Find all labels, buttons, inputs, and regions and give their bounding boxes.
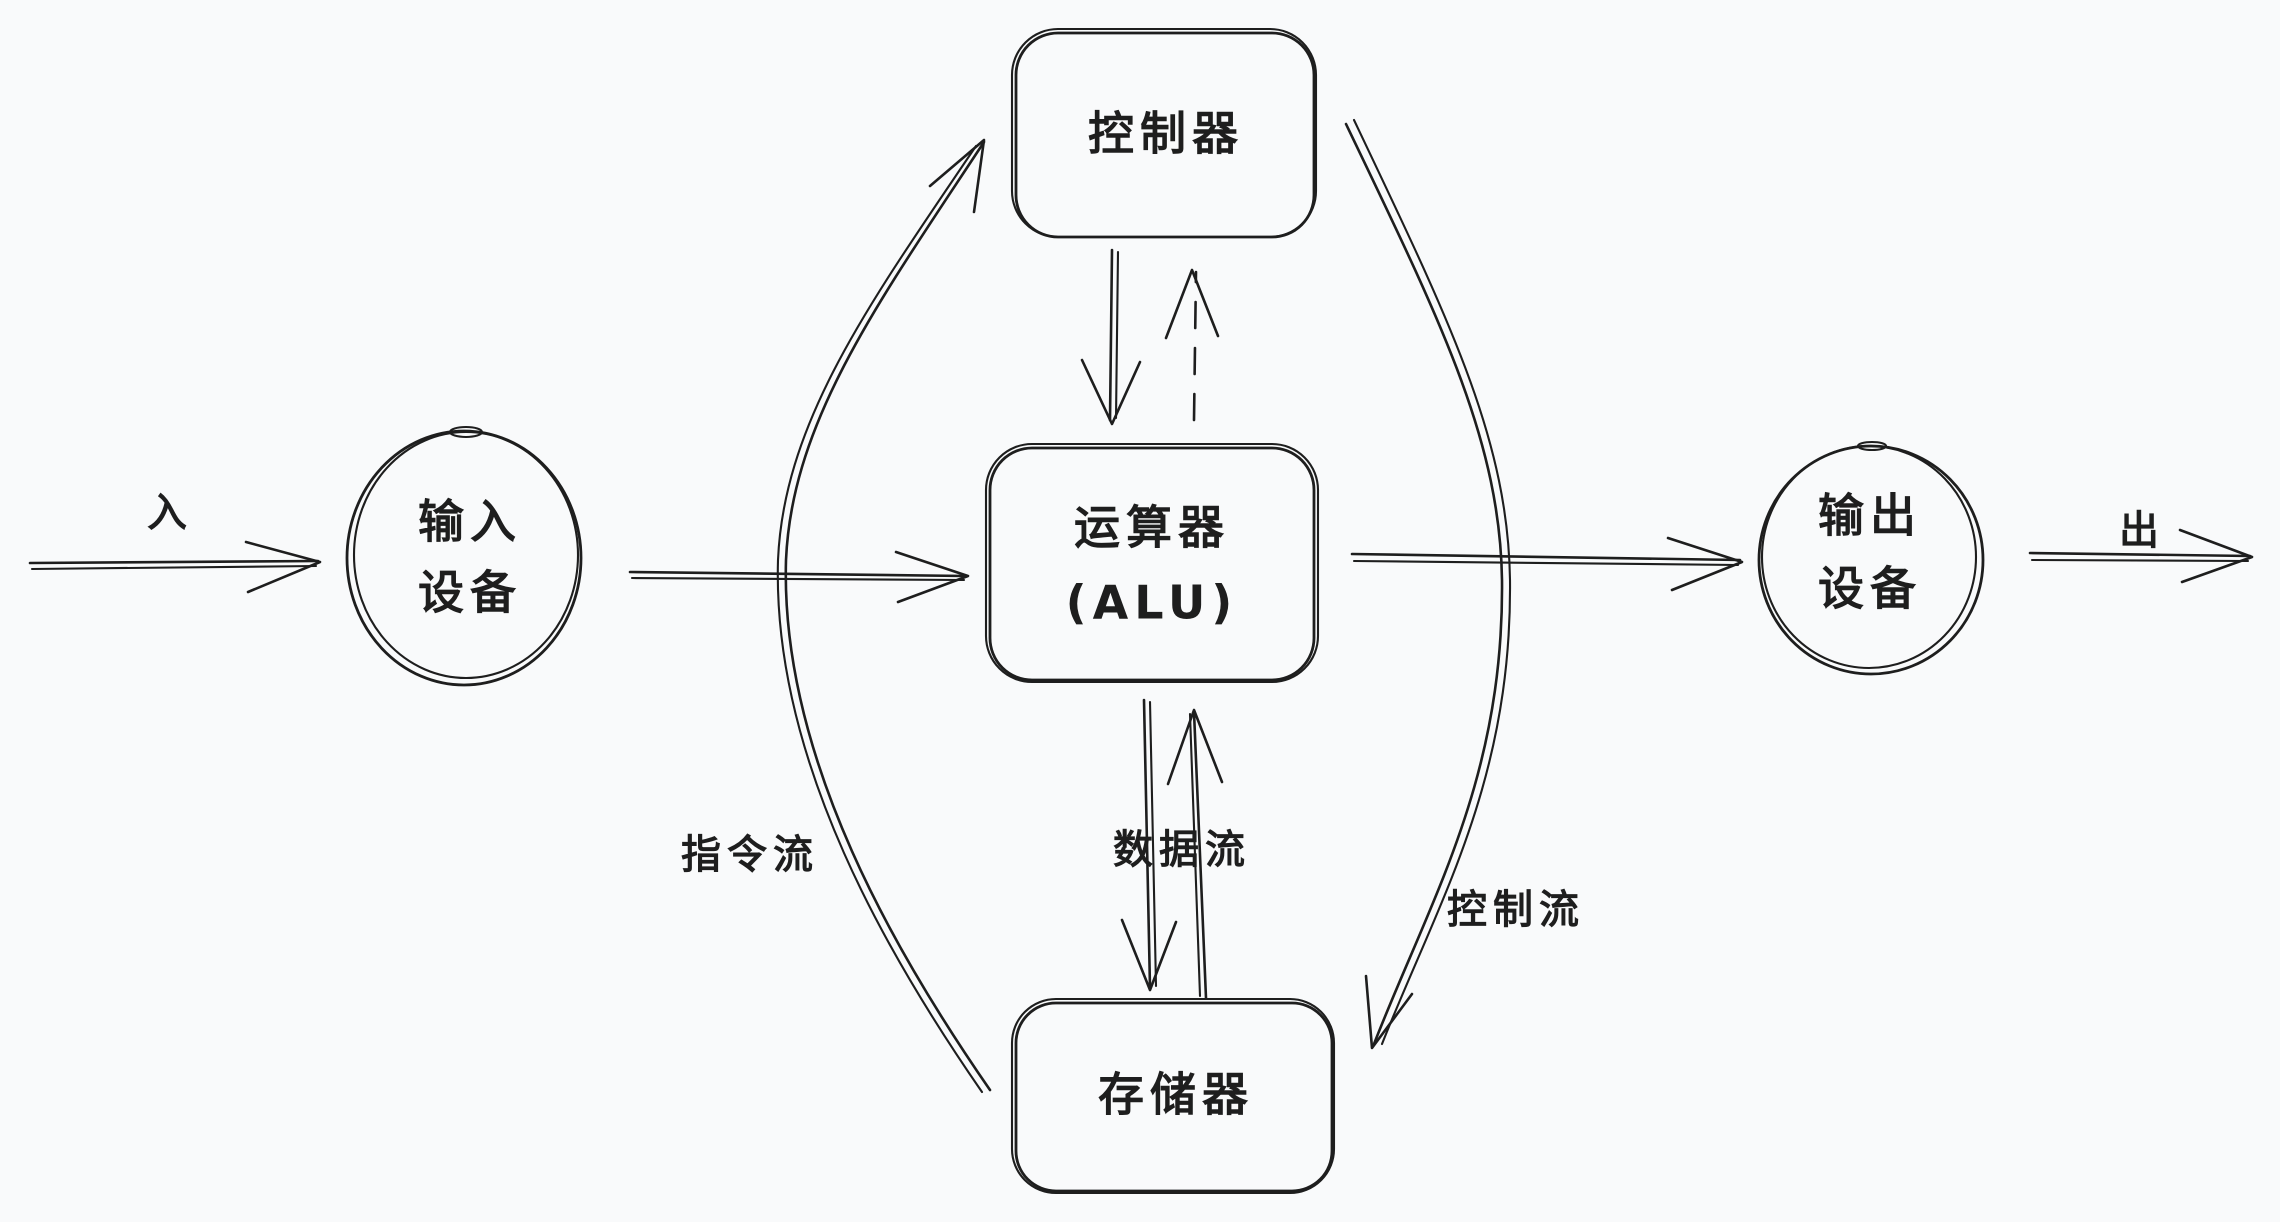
data-flow-label: 数据流 bbox=[1113, 827, 1251, 873]
output-device-label-2: 设备 bbox=[1818, 562, 1922, 616]
control-flow-label: 控制流 bbox=[1447, 887, 1585, 933]
controller-label: 控制器 bbox=[1088, 107, 1244, 161]
controller-to-alu-arrow bbox=[1080, 248, 1142, 426]
alu-to-controller-dashed-arrow bbox=[1164, 268, 1220, 422]
input-device-label-1: 输入 bbox=[418, 495, 522, 549]
alu-to-memory-arrow bbox=[1120, 698, 1178, 992]
alu-label-2: (ALU) bbox=[1066, 576, 1239, 630]
input-device-label-2: 设备 bbox=[418, 566, 522, 620]
input-device-node: 输入 设备 bbox=[345, 425, 583, 687]
alu-to-output-arrow bbox=[1350, 536, 1744, 592]
input-arrow bbox=[28, 540, 322, 594]
memory-label: 存储器 bbox=[1098, 1068, 1254, 1122]
input-to-alu-arrow bbox=[628, 550, 970, 604]
alu-node: 运算器 (ALU) bbox=[984, 442, 1320, 684]
output-device-label-1: 输出 bbox=[1818, 489, 1922, 543]
output-arrow bbox=[2028, 528, 2254, 584]
instruction-flow-arrow bbox=[776, 138, 992, 1094]
output-label: 出 bbox=[2119, 508, 2165, 554]
output-device-node: 输出 设备 bbox=[1757, 440, 1985, 676]
memory-node: 存储器 bbox=[1010, 997, 1336, 1195]
memory-to-alu-arrow bbox=[1166, 708, 1224, 1000]
input-label: 入 bbox=[147, 490, 193, 536]
alu-label-1: 运算器 bbox=[1074, 501, 1230, 555]
controller-node: 控制器 bbox=[1010, 27, 1318, 239]
control-flow-arrow bbox=[1344, 118, 1512, 1050]
instruction-flow-label: 指令流 bbox=[681, 832, 819, 878]
